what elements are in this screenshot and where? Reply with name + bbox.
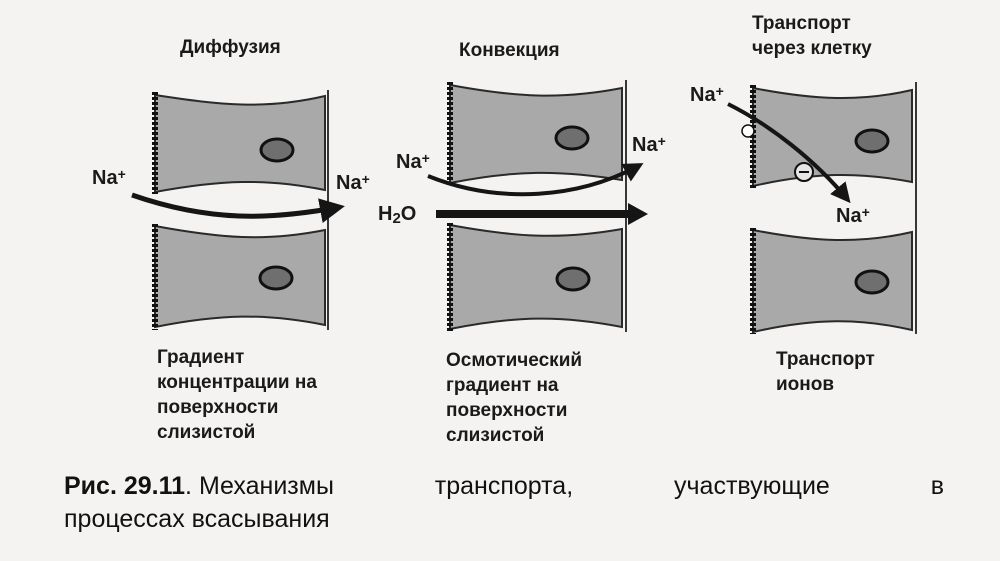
convection-upper-nucleus xyxy=(554,125,590,151)
transport-upper-nucleus xyxy=(854,128,890,154)
convection-lower-nucleus xyxy=(555,266,591,292)
caption-label: Рис. 29.11 xyxy=(64,472,186,500)
convection-water-arrowhead xyxy=(628,203,648,225)
caption-line-2: процессах всасывания xyxy=(64,505,330,533)
convection-desc-line-1: Осмотический xyxy=(446,350,583,371)
caption-word-1: Механизмы xyxy=(198,472,334,500)
transport-carrier-entry xyxy=(741,124,755,138)
diffusion-lower-cell xyxy=(154,224,326,329)
diffusion-desc-line-3: поверхности xyxy=(157,397,279,418)
diffusion-desc-line-4: слизистой xyxy=(157,422,256,443)
diffusion-panel xyxy=(131,90,345,330)
figure-caption: Рис. 29.11. Механизмы транспорта, участв… xyxy=(64,470,944,536)
transport-na-arrow xyxy=(727,102,851,204)
diffusion-title: Диффузия xyxy=(180,37,281,58)
diffusion-desc-line-2: концентрации на xyxy=(157,372,317,393)
convection-panel xyxy=(427,80,648,332)
transport-desc-line-1: Транспорт xyxy=(776,349,875,370)
caption-line-1: Рис. 29.11. Механизмы транспорта, участв… xyxy=(64,470,944,503)
convection-ion-in-label: Na+ xyxy=(396,150,430,173)
transport-desc-line-2: ионов xyxy=(776,374,835,395)
convection-title: Конвекция xyxy=(459,40,560,61)
diffusion-ion-out-label: Na+ xyxy=(336,171,370,194)
caption-lead: Рис. 29.11. Механизмы xyxy=(64,472,334,500)
transport-ion-out-label: Na+ xyxy=(836,204,870,227)
transport-ion-in-label: Na+ xyxy=(690,83,724,106)
transport-lower-nucleus xyxy=(854,269,890,295)
transport-title-line-1: Транспорт xyxy=(752,13,851,34)
diffusion-ion-in-label: Na+ xyxy=(92,166,126,189)
caption-word-3: участвующие xyxy=(674,472,830,500)
cell-transport-panel xyxy=(727,82,917,334)
transport-lower-cell xyxy=(752,228,913,334)
diffusion-desc-line-1: Градиент xyxy=(157,347,245,368)
caption-word-4: в xyxy=(930,472,944,500)
convection-desc-line-2: градиент на xyxy=(446,375,559,396)
convection-lower-cell xyxy=(449,223,623,331)
convection-water-label: H2O xyxy=(378,203,417,227)
convection-na-arrow xyxy=(427,163,644,197)
convection-desc-line-4: слизистой xyxy=(446,425,545,446)
diffusion-upper-nucleus xyxy=(259,137,295,163)
convection-desc-line-3: поверхности xyxy=(446,400,568,421)
convection-ion-out-label: Na+ xyxy=(632,133,666,156)
convection-upper-cell xyxy=(449,83,623,185)
caption-word-2: транспорта, xyxy=(434,472,574,500)
diffusion-upper-cell xyxy=(154,93,326,194)
transport-title-line-2: через клетку xyxy=(752,38,872,59)
diffusion-na-arrow xyxy=(131,192,345,223)
diffusion-lower-nucleus xyxy=(258,265,294,291)
